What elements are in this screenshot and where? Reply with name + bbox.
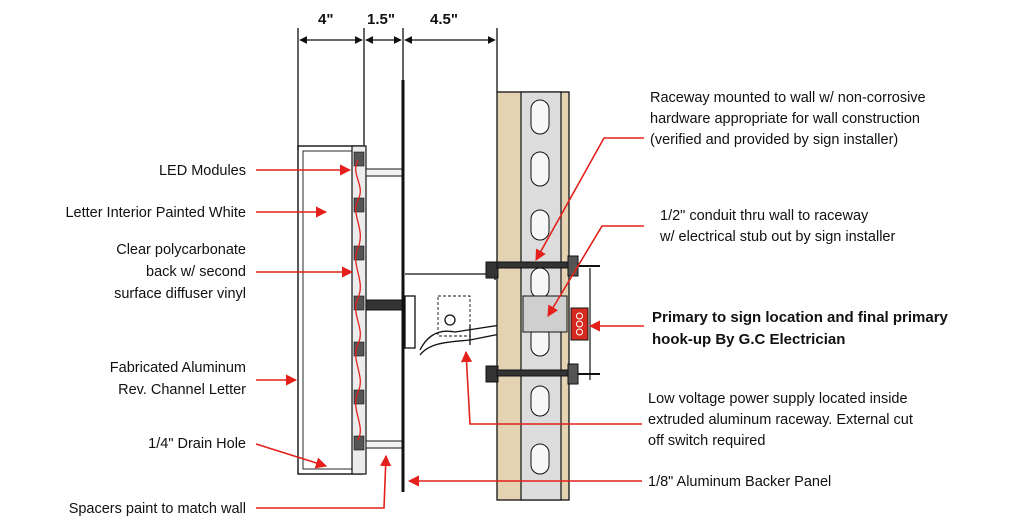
label-raceway-2: hardware appropriate for wall constructi… — [650, 111, 920, 127]
spacers — [365, 168, 403, 449]
label-spacers: Spacers paint to match wall — [69, 501, 246, 517]
label-primary-1: Primary to sign location and final prima… — [652, 309, 949, 326]
label-conduit-2: w/ electrical stub out by sign installer — [659, 229, 895, 245]
power-supply — [522, 295, 568, 333]
label-led-modules: LED Modules — [159, 163, 246, 179]
label-fab-aluminum-1: Fabricated Aluminum — [110, 360, 246, 376]
dimension-lines — [297, 28, 498, 150]
dimension-1-5in: 1.5" — [367, 11, 395, 28]
led-modules — [353, 151, 365, 451]
label-primary-2: hook-up By G.C Electrician — [652, 331, 845, 348]
label-fab-aluminum-2: Rev. Channel Letter — [118, 382, 246, 398]
led-wiring — [355, 159, 361, 441]
mounting-brackets — [485, 255, 600, 385]
label-backer-panel: 1/8" Aluminum Backer Panel — [648, 474, 831, 490]
label-polycarbonate-3: surface diffuser vinyl — [114, 286, 246, 302]
label-drain-hole: 1/4" Drain Hole — [148, 436, 246, 452]
label-lowvolt-3: off switch required — [648, 433, 765, 449]
label-conduit-1: 1/2" conduit thru wall to raceway — [660, 208, 869, 224]
label-raceway-1: Raceway mounted to wall w/ non-corrosive — [650, 90, 926, 106]
label-lowvolt-2: extruded aluminum raceway. External cut — [648, 412, 913, 428]
raceway-slots — [530, 99, 550, 475]
dimension-4in: 4" — [318, 11, 333, 28]
label-lowvolt-1: Low voltage power supply located inside — [648, 391, 908, 407]
primary-junction-box — [570, 307, 589, 341]
label-polycarbonate-1: Clear polycarbonate — [116, 242, 246, 258]
label-polycarbonate-2: back w/ second — [146, 264, 246, 280]
label-raceway-3: (verified and provided by sign installer… — [650, 132, 898, 148]
label-letter-interior: Letter Interior Painted White — [65, 205, 246, 221]
junction-hardware — [402, 273, 521, 356]
dimension-4-5in: 4.5" — [430, 11, 458, 28]
leader-lines — [255, 137, 644, 509]
